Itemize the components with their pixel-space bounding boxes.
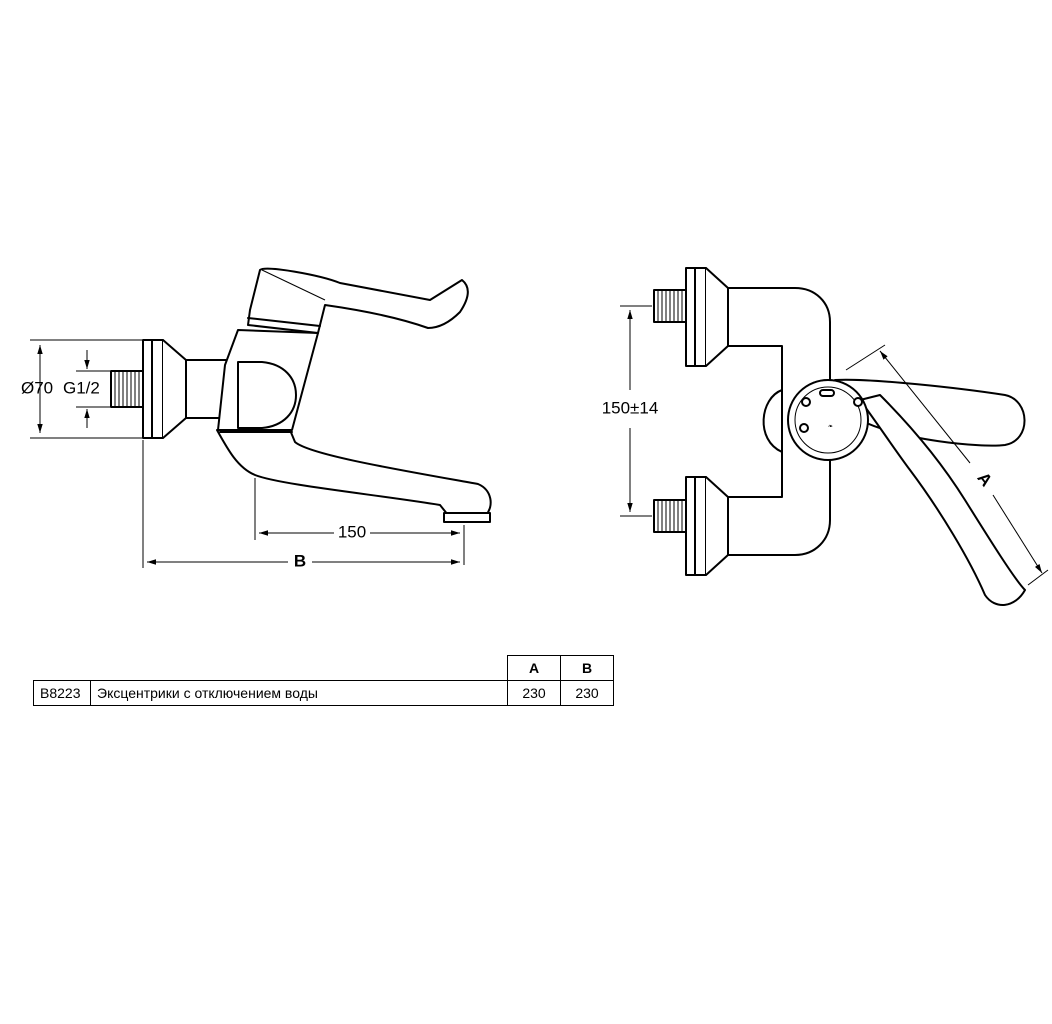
- indicator-slot: [819, 389, 835, 397]
- front-body: [727, 287, 831, 556]
- table-header-row: A B: [34, 655, 614, 681]
- spec-table: A B B8223 Эксцентрики с отключением воды…: [33, 655, 614, 706]
- value-a: 230: [507, 680, 561, 706]
- dim-spacing-label: 150±14: [602, 398, 659, 417]
- cartridge-cap: [237, 361, 297, 429]
- product-description: Эксцентрики с отключением воды: [90, 680, 508, 706]
- dim-spout: 150: [254, 478, 465, 565]
- dim-length: B: [142, 440, 460, 570]
- dim-thread: G1/2: [63, 350, 110, 428]
- dim-spacing: 150±14: [602, 305, 659, 517]
- dim-diameter: Ø70: [21, 339, 142, 439]
- spout-body: [216, 429, 492, 516]
- header-b: B: [560, 655, 614, 681]
- table-row: B8223 Эксцентрики с отключением воды 230…: [33, 680, 614, 706]
- lever-handle: [247, 267, 469, 334]
- side-view: Ø70 G1/2 150 B: [21, 267, 492, 570]
- dim-handle-label: A: [974, 469, 997, 490]
- body-bulge: [762, 389, 783, 453]
- dim-diameter-label: Ø70: [21, 378, 53, 397]
- indicator-dot-right: [853, 397, 863, 407]
- lever-arm-front: [859, 394, 1026, 606]
- dim-length-label: B: [294, 551, 306, 570]
- dim-spout-label: 150: [338, 522, 366, 541]
- threaded-inlet: [110, 370, 144, 408]
- product-code: B8223: [33, 680, 91, 706]
- front-view: ❧ 150±14 A: [602, 267, 1049, 606]
- indicator-dot-bottom: [799, 423, 809, 433]
- indicator-dot-left: [801, 397, 811, 407]
- aerator: [443, 512, 491, 523]
- top-inlet: [653, 267, 729, 367]
- brand-mark: ❧: [827, 423, 833, 430]
- dim-thread-label: G1/2: [63, 378, 100, 397]
- header-a: A: [507, 655, 561, 681]
- wall-flange: [142, 339, 187, 439]
- bottom-inlet: [653, 476, 729, 576]
- value-b: 230: [560, 680, 614, 706]
